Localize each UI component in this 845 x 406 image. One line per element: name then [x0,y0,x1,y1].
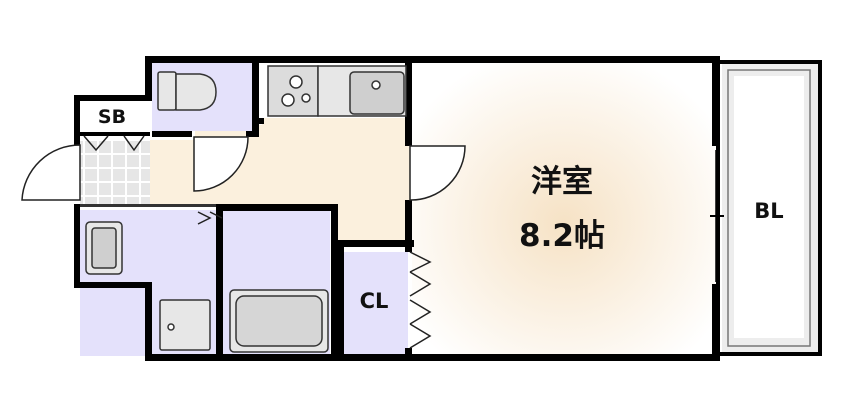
wall-washroom-bottom-left [74,282,152,288]
entrance-tile-floor [80,140,150,204]
burner-1 [289,75,303,89]
wall-toilet-bottom-right [246,131,259,137]
wall-bath-top [216,204,338,211]
wall-closet-left [338,240,344,361]
wall-room-closet-bottom [405,348,412,361]
western-room-size: 8.2帖 [519,218,605,254]
toilet-tank [157,71,177,111]
room-door-swing [409,145,466,201]
wall-bottom [145,354,717,361]
balcony-outer [716,60,822,356]
closet-door-lower [409,299,432,349]
shoe-box-label: SB [98,106,126,128]
wall-toilet-bottom [152,131,192,137]
wall-toilet-right [252,56,259,132]
wall-room-closet [405,240,412,252]
closet-door-upper [409,251,432,297]
wall-hall-closet [338,240,414,247]
wall-kitchen-room [405,56,412,146]
closet-label: CL [360,289,389,313]
closet-floor [342,252,408,356]
wall-sb-bottom [80,132,150,136]
washbasin-inner [91,227,117,269]
wall-sb-top [74,95,152,101]
balcony [710,60,822,356]
wall-washroom-step [145,282,152,361]
sink-drain [371,80,381,90]
wall-top [145,56,717,63]
toilet-bowl [175,73,217,111]
stove [267,65,319,117]
wall-kitchen-room-lower [405,200,412,247]
balcony-inner [734,76,804,338]
wall-left-upper [145,56,152,100]
western-room-name: 洋室 [531,164,593,200]
burner-2 [281,93,295,107]
washroom-folding-door [197,211,223,225]
burner-3 [301,93,311,103]
bathtub-inner [235,295,323,347]
wall-entrance-divider [80,204,216,207]
wall-wash-bath [216,204,223,361]
wall-sb-left [74,95,80,145]
washing-machine-pan [159,299,211,351]
doors [21,135,466,349]
sb-folding-doors [83,135,145,152]
entrance-door-swing [21,144,81,201]
western-room-floor [412,60,716,357]
toilet-door-swing [193,136,249,192]
balcony-railing [727,69,811,347]
wall-bath-right [331,204,338,361]
labels: 洋室 8.2帖 BL CL SB [98,106,784,313]
wall-left-lower [74,204,80,288]
wall-kitchen-sep [252,118,264,124]
kitchen-sink [349,71,405,115]
fixtures [85,65,407,353]
pan-drain [167,323,175,331]
balcony-label: BL [754,199,783,223]
